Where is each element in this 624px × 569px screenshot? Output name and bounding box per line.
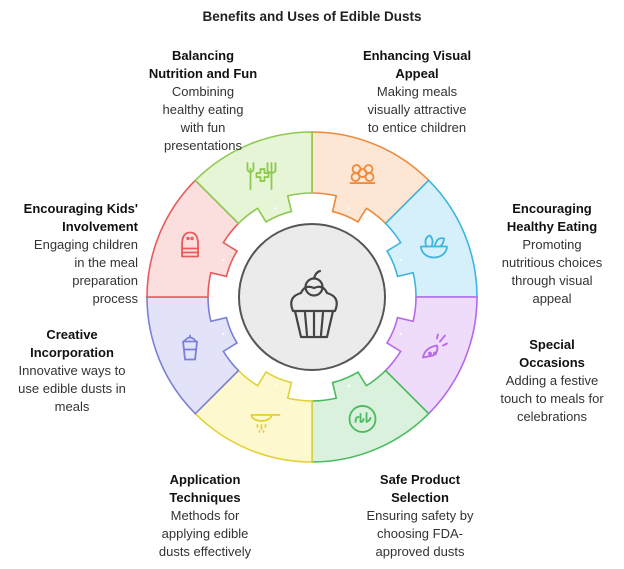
label-nutrition-desc-3: with fun bbox=[180, 120, 226, 135]
label-healthy-title-2: Healthy Eating bbox=[506, 219, 598, 234]
segment-application bbox=[194, 369, 313, 463]
label-nutrition-desc-2: healthy eating bbox=[162, 102, 244, 117]
label-visual-desc-1: Making meals bbox=[376, 84, 458, 99]
label-kids-desc-3: preparation bbox=[72, 273, 138, 288]
notch-mark bbox=[222, 332, 225, 335]
diagram-title: Benefits and Uses of Edible Dusts bbox=[202, 9, 422, 24]
label-healthy: Encouraging Healthy Eating Promoting nut… bbox=[483, 200, 621, 308]
label-special-desc-2: touch to meals for bbox=[500, 391, 604, 406]
label-application-title-1: Application bbox=[169, 472, 241, 487]
notch-mark bbox=[347, 207, 350, 210]
label-healthy-desc-3: through visual bbox=[511, 273, 593, 288]
label-special: Special Occasions Adding a festive touch… bbox=[483, 336, 621, 426]
health-utensils-icon bbox=[246, 162, 277, 190]
party-popper-icon bbox=[422, 333, 448, 359]
label-kids-title-1: Encouraging Kids' bbox=[23, 201, 138, 216]
label-kids-title-2: Involvement bbox=[62, 219, 138, 234]
label-creative: Creative Incorporation Innovative ways t… bbox=[4, 326, 140, 416]
center-hub bbox=[238, 223, 386, 371]
cupcake-icon bbox=[290, 269, 338, 339]
label-visual-title-1: Enhancing Visual bbox=[362, 48, 472, 63]
label-safe-desc-3: approved dusts bbox=[375, 544, 465, 559]
label-healthy-desc-4: appeal bbox=[532, 291, 572, 306]
label-nutrition-desc-1: Combining bbox=[171, 84, 235, 99]
center-circle bbox=[238, 223, 386, 371]
label-nutrition-title-2: Nutrition and Fun bbox=[148, 66, 258, 81]
label-visual-desc-3: to entice children bbox=[367, 120, 467, 135]
label-safe-title-2: Selection bbox=[391, 490, 449, 505]
notch-mark bbox=[274, 207, 277, 210]
label-nutrition: Balancing Nutrition and Fun Combining he… bbox=[128, 47, 278, 155]
label-application-desc-1: Methods for bbox=[170, 508, 240, 523]
label-safe-desc-1: Ensuring safety by bbox=[366, 508, 474, 523]
label-nutrition-desc-4: presentations bbox=[163, 138, 243, 153]
label-application-desc-2: applying edible bbox=[161, 526, 249, 541]
label-application-title-2: Techniques bbox=[169, 490, 241, 505]
shaker-icon bbox=[182, 334, 198, 361]
label-safe-desc-2: choosing FDA- bbox=[377, 526, 463, 541]
label-creative-desc-3: meals bbox=[54, 399, 90, 414]
label-special-desc-1: Adding a festive bbox=[505, 373, 599, 388]
segment-visual bbox=[311, 131, 430, 225]
segment-creative bbox=[146, 296, 240, 415]
notch-mark bbox=[399, 332, 402, 335]
label-special-title-1: Special bbox=[529, 337, 575, 352]
label-safe-title-1: Safe Product bbox=[379, 472, 461, 487]
label-healthy-desc-2: nutritious choices bbox=[501, 255, 603, 270]
label-nutrition-title-1: Balancing bbox=[171, 48, 235, 63]
label-creative-title-1: Creative bbox=[46, 327, 98, 342]
label-application-desc-3: dusts effectively bbox=[158, 544, 252, 559]
label-creative-desc-2: use edible dusts in bbox=[18, 381, 126, 396]
label-application: Application Techniques Methods for apply… bbox=[135, 471, 275, 561]
halal-stamp-icon bbox=[348, 405, 377, 433]
sieve-dusting-icon bbox=[250, 414, 281, 433]
label-kids-desc-1: Engaging children bbox=[33, 237, 138, 252]
notch-mark bbox=[222, 259, 225, 262]
label-visual: Enhancing Visual Appeal Making meals vis… bbox=[342, 47, 492, 137]
label-kids-desc-2: in the meal bbox=[74, 255, 138, 270]
flower-plate-icon bbox=[349, 164, 376, 184]
notch-mark bbox=[347, 384, 350, 387]
label-special-title-2: Occasions bbox=[519, 355, 585, 370]
label-safe: Safe Product Selection Ensuring safety b… bbox=[345, 471, 495, 561]
label-visual-title-2: Appeal bbox=[395, 66, 439, 81]
label-healthy-title-1: Encouraging bbox=[512, 201, 592, 216]
label-special-desc-3: celebrations bbox=[516, 409, 588, 424]
label-kids: Encouraging Kids' Involvement Engaging c… bbox=[2, 200, 138, 308]
label-creative-title-2: Incorporation bbox=[30, 345, 114, 360]
notch-mark bbox=[274, 384, 277, 387]
label-healthy-desc-1: Promoting bbox=[522, 237, 582, 252]
label-visual-desc-2: visually attractive bbox=[367, 102, 467, 117]
salad-bowl-icon bbox=[420, 234, 448, 259]
notch-mark bbox=[399, 259, 402, 262]
label-kids-desc-4: process bbox=[92, 291, 138, 306]
salt-shaker-icon bbox=[181, 231, 199, 258]
segment-nutrition bbox=[194, 131, 313, 225]
segment-safe bbox=[311, 369, 430, 463]
label-creative-desc-1: Innovative ways to bbox=[18, 363, 126, 378]
